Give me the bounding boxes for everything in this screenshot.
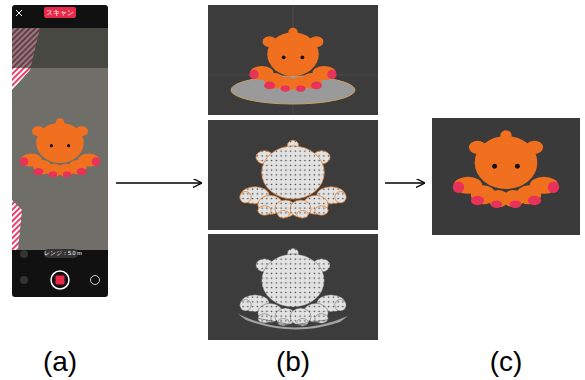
phone-screenshot — [12, 5, 108, 297]
mesh-model — [208, 120, 378, 230]
textured-model — [208, 5, 378, 115]
mesh-model — [208, 234, 378, 340]
panel-caption: (c) — [428, 347, 584, 378]
final-model — [432, 118, 580, 235]
panel-caption: (a) — [8, 347, 112, 378]
flow-arrow — [116, 182, 201, 184]
panel-caption: (b) — [205, 347, 381, 378]
range-indicator: レンジ：5.0 m — [44, 251, 78, 257]
image-panel: (b) — [205, 3, 381, 378]
flow-arrow — [385, 182, 424, 184]
image-panel: (a) — [8, 3, 112, 378]
image-panel: (c) — [428, 3, 584, 378]
mode-tab: スキャン — [44, 9, 76, 16]
